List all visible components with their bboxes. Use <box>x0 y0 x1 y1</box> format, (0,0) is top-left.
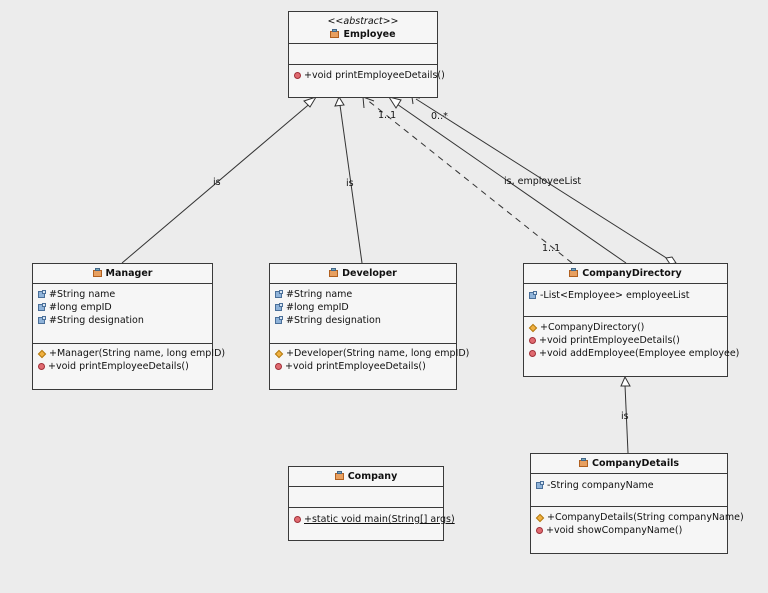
company-attributes-section <box>289 487 443 508</box>
constructor-row: +Manager(String name, long empID) <box>37 347 225 360</box>
developer-attributes-section: #String name #long empID #String designa… <box>270 284 456 344</box>
attribute-row: #long empID <box>275 301 456 314</box>
directory-inheritance-arrowhead <box>387 96 402 109</box>
developer-class-header: Developer <box>270 264 456 284</box>
method-row: +void addEmployee(Employee employee) <box>529 347 739 360</box>
employee-class-header: <<abstract>> Employee <box>289 12 437 44</box>
attribute-row: #String designation <box>275 314 456 327</box>
method-row: +void printEmployeeDetails() <box>38 360 212 373</box>
method-row: +void printEmployeeDetails() <box>294 69 445 82</box>
company-directory-attributes-section: -List<Employee> employeeList <box>524 284 727 317</box>
class-icon <box>569 268 579 277</box>
company-directory-class-name: CompanyDirectory <box>582 268 682 279</box>
constructor-icon <box>528 323 538 332</box>
developer-inheritance-arrowhead <box>334 95 345 107</box>
employee-class-name: Employee <box>343 29 396 40</box>
employee-attributes-section <box>289 44 437 65</box>
class-icon <box>334 471 345 480</box>
company-details-methods-section: +CompanyDetails(String companyName) +voi… <box>531 507 744 537</box>
company-class-header: Company <box>289 467 443 487</box>
developer-is-label: is <box>346 178 354 189</box>
aggregation-line <box>415 98 669 260</box>
class-icon <box>330 29 340 38</box>
manager-inheritance-arrowhead <box>303 96 318 108</box>
manager-class-header: Manager <box>33 264 212 284</box>
details-inheritance-line <box>624 384 629 454</box>
company-directory-class[interactable]: CompanyDirectory -List<Employee> employe… <box>523 263 739 377</box>
method-icon <box>294 516 301 523</box>
field-icon <box>38 316 47 325</box>
field-icon <box>38 303 47 312</box>
constructor-icon <box>37 349 47 358</box>
constructor-row: +CompanyDirectory() <box>528 321 727 334</box>
method-row: +void printEmployeeDetails() <box>529 334 727 347</box>
details-inheritance-arrowhead <box>620 375 631 387</box>
attribute-row: -List<Employee> employeeList <box>529 289 727 302</box>
dependency-arrowhead <box>362 96 375 109</box>
field-icon <box>529 291 538 300</box>
dependency-multiplicity-top: 1..1 <box>378 110 396 121</box>
developer-class[interactable]: Developer #String name #long empID #Stri… <box>269 263 469 390</box>
developer-inheritance-line <box>339 104 363 264</box>
constructor-row: +Developer(String name, long empID) <box>274 347 469 360</box>
class-icon <box>329 268 339 277</box>
attribute-row: #String name <box>275 288 456 301</box>
attribute-row: #long empID <box>38 301 212 314</box>
constructor-icon <box>274 349 284 358</box>
field-icon <box>275 316 284 325</box>
method-icon <box>529 350 536 357</box>
company-class[interactable]: Company +static void main(String[] args) <box>288 466 455 541</box>
method-icon <box>536 527 543 534</box>
company-details-attributes-section: -String companyName <box>531 474 727 507</box>
company-directory-methods-section: +CompanyDirectory() +void printEmployeeD… <box>524 317 739 360</box>
class-icon <box>578 458 589 467</box>
manager-class-name: Manager <box>105 268 153 279</box>
company-class-name: Company <box>347 471 398 482</box>
method-row: +void showCompanyName() <box>536 524 727 537</box>
employee-class[interactable]: <<abstract>> Employee +void printEmploye… <box>288 11 445 98</box>
attribute-row: -String companyName <box>536 479 727 492</box>
method-icon <box>38 363 45 370</box>
manager-inheritance-line <box>121 100 314 264</box>
manager-is-label: is <box>213 177 221 188</box>
directory-relation-label: is, employeeList <box>504 176 581 187</box>
aggregation-multiplicity: 0..* <box>431 111 448 122</box>
developer-class-name: Developer <box>342 268 397 279</box>
company-methods-section: +static void main(String[] args) <box>289 508 455 526</box>
class-icon <box>92 268 103 277</box>
field-icon <box>38 290 47 299</box>
employee-methods-section: +void printEmployeeDetails() <box>289 65 445 82</box>
dependency-multiplicity-bottom: 1..1 <box>542 243 560 254</box>
field-icon <box>275 303 284 312</box>
company-details-class[interactable]: CompanyDetails -String companyName +Comp… <box>530 453 744 554</box>
directory-inheritance-line <box>393 101 627 264</box>
employee-stereotype: <<abstract>> <box>327 16 399 27</box>
field-icon <box>275 290 284 299</box>
method-icon <box>275 363 282 370</box>
attribute-row: #String name <box>38 288 212 301</box>
manager-class[interactable]: Manager #String name #long empID #String… <box>32 263 225 390</box>
method-row: +void printEmployeeDetails() <box>275 360 456 373</box>
company-details-class-name: CompanyDetails <box>591 458 679 469</box>
constructor-icon <box>535 513 545 522</box>
method-icon <box>294 72 301 79</box>
field-icon <box>536 481 545 490</box>
manager-attributes-section: #String name #long empID #String designa… <box>33 284 212 344</box>
attribute-row: #String designation <box>38 314 212 327</box>
details-is-label: is <box>621 411 629 422</box>
company-details-class-header: CompanyDetails <box>531 454 727 474</box>
manager-methods-section: +Manager(String name, long empID) +void … <box>33 344 225 373</box>
company-directory-class-header: CompanyDirectory <box>524 264 727 284</box>
constructor-row: +CompanyDetails(String companyName) <box>535 511 744 524</box>
method-icon <box>529 337 536 344</box>
method-row: +static void main(String[] args) <box>294 513 455 526</box>
developer-methods-section: +Developer(String name, long empID) +voi… <box>270 344 469 373</box>
